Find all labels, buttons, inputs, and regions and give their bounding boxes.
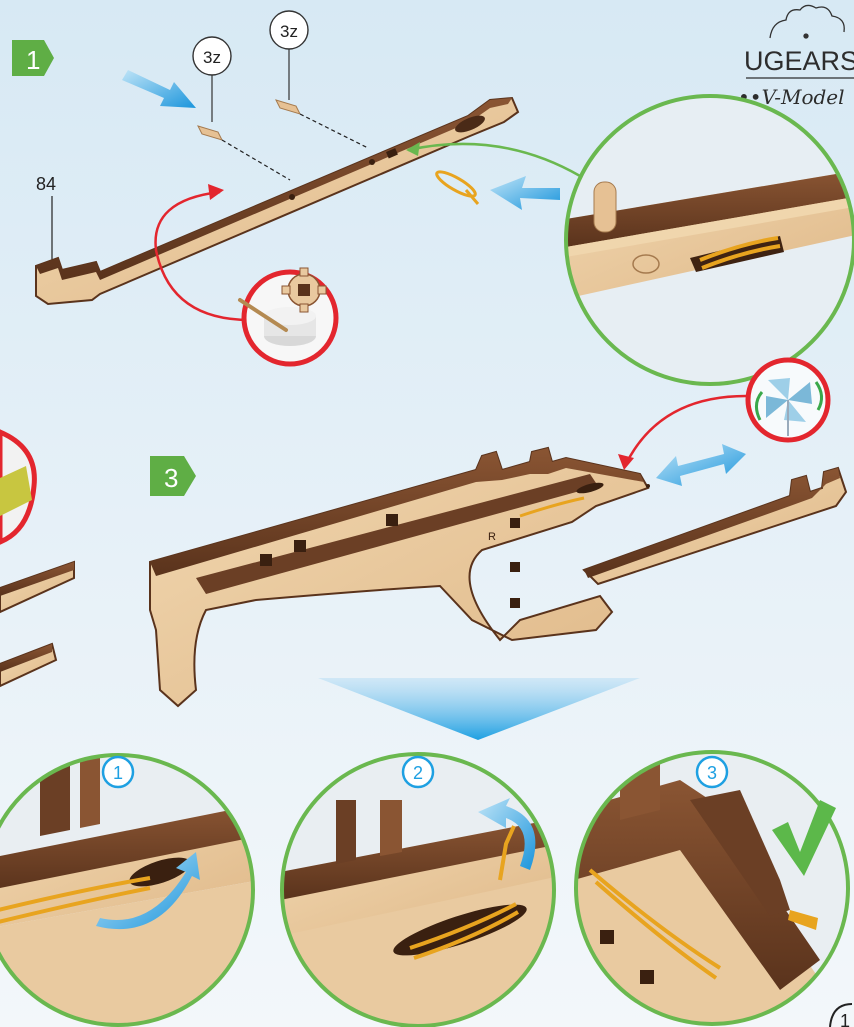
svg-text:1: 1 (840, 1011, 850, 1027)
part-number-label: 84 (36, 174, 56, 194)
detail-step-3-badge: 3 (697, 757, 727, 787)
svg-text:3z: 3z (280, 22, 298, 41)
brand-name: UGEARS (744, 46, 854, 76)
side-mark-r: R (488, 531, 496, 543)
step-1-number: 1 (26, 45, 40, 75)
pinwheel-callout (748, 360, 828, 440)
detail-step-2-badge: 2 (403, 757, 433, 787)
step-3-number: 3 (164, 463, 178, 493)
svg-text:3: 3 (707, 763, 717, 783)
svg-text:2: 2 (413, 763, 423, 783)
svg-text:3z: 3z (203, 48, 221, 67)
svg-text:1: 1 (113, 763, 123, 783)
detail-step-1-badge: 1 (103, 757, 133, 787)
